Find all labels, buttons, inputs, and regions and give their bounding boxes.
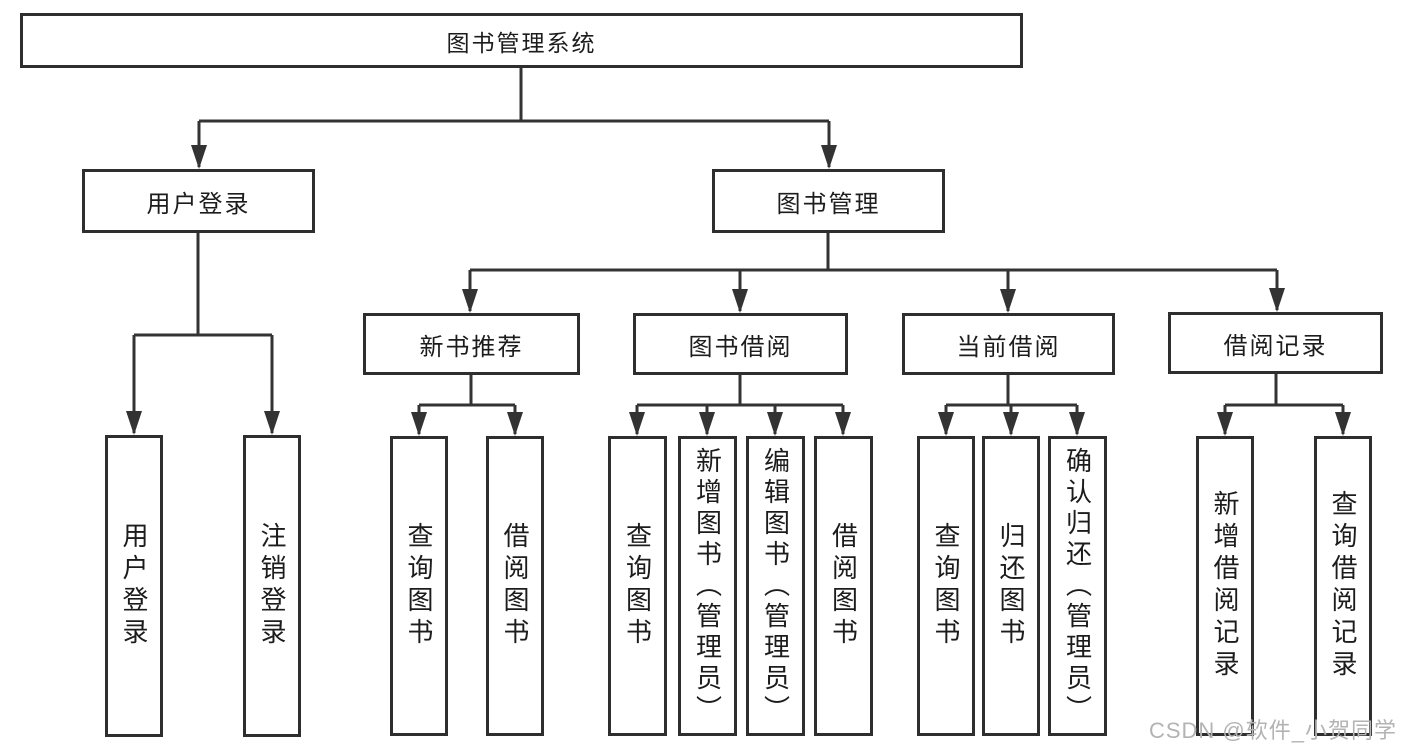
node-book-borrowing: 图书借阅: [633, 313, 848, 375]
node-leaf-query-borrow-record: 查询借阅记录: [1314, 436, 1372, 736]
node-leaf-user-login: 用户登录: [105, 435, 163, 737]
node-borrowing-records: 借阅记录: [1168, 312, 1383, 374]
node-label: 注销登录: [257, 522, 287, 650]
node-leaf-borrow-books: 借阅图书: [814, 436, 873, 736]
node-label: 查询图书: [931, 522, 961, 650]
node-label: 新书推荐: [419, 333, 524, 361]
node-leaf-query-books: 查询图书: [917, 436, 975, 736]
node-label: 借阅图书: [500, 522, 530, 650]
node-leaf-edit-books-admin: 编辑图书（管理员）: [746, 436, 805, 736]
node-label: 归还图书: [996, 522, 1026, 650]
node-label: 借阅图书: [828, 522, 859, 650]
node-label: 编辑图书（管理员）: [760, 446, 791, 726]
node-new-book-recommendation: 新书推荐: [363, 313, 580, 375]
node-label: 借阅记录: [1223, 332, 1328, 360]
node-label: 查询图书: [404, 522, 434, 650]
node-current-borrowing: 当前借阅: [902, 313, 1115, 375]
node-label: 用户登录: [146, 190, 251, 218]
node-leaf-query-books: 查询图书: [390, 436, 448, 736]
node-library-system: 图书管理系统: [20, 13, 1023, 68]
node-label: 查询借阅记录: [1328, 490, 1358, 682]
node-label: 图书管理系统: [446, 29, 597, 56]
node-label: 图书管理: [776, 190, 881, 218]
node-label: 用户登录: [119, 522, 149, 650]
node-leaf-confirm-return-admin: 确认归还（管理员）: [1048, 436, 1107, 736]
node-leaf-add-borrow-record: 新增借阅记录: [1196, 436, 1254, 736]
node-book-management-branch: 图书管理: [712, 169, 945, 233]
node-user-login-branch: 用户登录: [82, 169, 315, 233]
node-leaf-logout: 注销登录: [243, 435, 301, 737]
node-label: 新增图书（管理员）: [692, 446, 723, 726]
node-label: 查询图书: [622, 522, 653, 650]
node-label: 新增借阅记录: [1210, 490, 1240, 682]
node-leaf-add-books-admin: 新增图书（管理员）: [678, 436, 737, 736]
node-leaf-query-books: 查询图书: [608, 436, 667, 736]
node-leaf-borrow-books: 借阅图书: [486, 436, 544, 736]
node-label: 图书借阅: [688, 333, 793, 361]
watermark: CSDN @软件_小贺同学: [1148, 718, 1397, 743]
node-label: 当前借阅: [956, 333, 1061, 361]
node-leaf-return-books: 归还图书: [982, 436, 1040, 736]
node-label: 确认归还（管理员）: [1062, 446, 1093, 726]
